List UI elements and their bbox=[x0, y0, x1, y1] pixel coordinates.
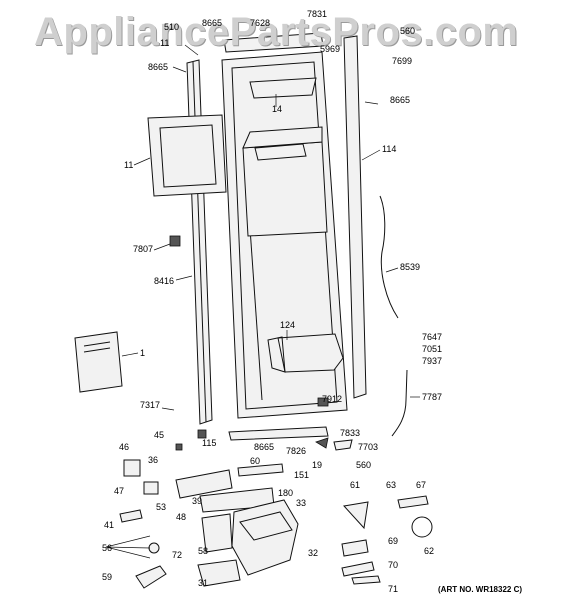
part-7703 bbox=[333, 439, 353, 451]
callout-71: 71 bbox=[388, 584, 399, 594]
callout-41: 41 bbox=[104, 520, 115, 530]
callout-7807: 7807 bbox=[133, 244, 154, 254]
callout-115: 115 bbox=[202, 438, 217, 448]
part-62-ring bbox=[411, 516, 433, 538]
part-19 bbox=[315, 437, 329, 449]
callout-53: 53 bbox=[156, 502, 167, 512]
part-69 bbox=[341, 539, 369, 557]
callout-8665: 8665 bbox=[148, 62, 169, 72]
callout-70: 70 bbox=[388, 560, 399, 570]
leader-lines bbox=[105, 44, 420, 559]
callout-45: 45 bbox=[154, 430, 165, 440]
callout-47: 47 bbox=[114, 486, 125, 496]
callout-46: 46 bbox=[119, 442, 130, 452]
callout-62: 62 bbox=[424, 546, 435, 556]
callout-7628: 7628 bbox=[250, 18, 271, 28]
callout-8416: 8416 bbox=[154, 276, 175, 286]
callout-7912: 7912 bbox=[322, 394, 343, 404]
callout-14: 14 bbox=[272, 104, 283, 114]
callout-7826: 7826 bbox=[286, 446, 307, 456]
callout-8665: 8665 bbox=[390, 95, 411, 105]
part-7628 bbox=[223, 32, 324, 53]
part-115 bbox=[197, 429, 207, 439]
part-47 bbox=[143, 481, 159, 495]
art-number: (ART NO. WR18322 C) bbox=[438, 585, 523, 594]
part-7826-bar bbox=[228, 426, 329, 441]
callout-7699: 7699 bbox=[392, 56, 413, 66]
part-31 bbox=[197, 559, 241, 587]
callout-7937: 7937 bbox=[422, 356, 443, 366]
callout-69: 69 bbox=[388, 536, 399, 546]
callout-31: 31 bbox=[198, 578, 209, 588]
part-124-shelf bbox=[267, 333, 344, 373]
callout-151: 151 bbox=[294, 470, 310, 480]
part-59 bbox=[135, 565, 167, 589]
part-70 bbox=[341, 561, 375, 577]
part-32-dispenser-module bbox=[231, 499, 299, 576]
callout-72: 72 bbox=[172, 550, 183, 560]
callout-510: 510 bbox=[164, 22, 180, 32]
callout-7051: 7051 bbox=[422, 344, 443, 354]
part-7807 bbox=[169, 235, 181, 247]
part-7787-tube bbox=[391, 369, 408, 437]
part-dispenser-housing bbox=[242, 126, 328, 237]
part-8539-wire bbox=[379, 195, 399, 319]
callout-32: 32 bbox=[308, 548, 319, 558]
callout-7317: 7317 bbox=[140, 400, 161, 410]
callout-59: 59 bbox=[102, 572, 113, 582]
part-8416-left-trim bbox=[186, 59, 213, 425]
part-67 bbox=[397, 495, 429, 509]
part-71 bbox=[351, 575, 381, 585]
part-1-manual bbox=[74, 331, 123, 393]
part-60 bbox=[237, 463, 284, 477]
part-61 bbox=[343, 501, 369, 530]
callout-8665: 8665 bbox=[202, 18, 223, 28]
callout-33: 33 bbox=[296, 498, 307, 508]
callout-63: 63 bbox=[386, 480, 397, 490]
callout-19: 19 bbox=[312, 460, 323, 470]
callout-7833: 7833 bbox=[340, 428, 361, 438]
callout-560: 560 bbox=[356, 460, 372, 470]
callout-39: 39 bbox=[192, 496, 203, 506]
part-14-recess bbox=[249, 77, 317, 99]
callout-180: 180 bbox=[278, 488, 294, 498]
callout-56: 56 bbox=[102, 543, 113, 553]
callout-7703: 7703 bbox=[358, 442, 379, 452]
callout-61: 61 bbox=[350, 480, 361, 490]
callout-36: 36 bbox=[148, 455, 159, 465]
part-58 bbox=[201, 513, 233, 553]
callout-11: 11 bbox=[124, 160, 134, 170]
callout-7647: 7647 bbox=[422, 332, 443, 342]
callout-5969: 5969 bbox=[320, 44, 341, 54]
part-53 bbox=[175, 469, 233, 499]
callout-58: 58 bbox=[198, 546, 209, 556]
callout-11: 11 bbox=[160, 38, 170, 48]
part-45 bbox=[175, 443, 183, 451]
part-56 bbox=[148, 542, 160, 554]
part-7912 bbox=[317, 397, 329, 407]
callout-560: 560 bbox=[400, 26, 416, 36]
callout-7831: 7831 bbox=[307, 9, 328, 19]
callout-114: 114 bbox=[382, 144, 397, 154]
part-11-frame bbox=[147, 114, 227, 197]
callout-48: 48 bbox=[176, 512, 187, 522]
callout-8665: 8665 bbox=[254, 442, 275, 452]
callout-124: 124 bbox=[280, 320, 296, 330]
callout-67: 67 bbox=[416, 480, 427, 490]
callout-60: 60 bbox=[250, 456, 261, 466]
callout-7787: 7787 bbox=[422, 392, 443, 402]
part-41 bbox=[119, 509, 143, 523]
callout-1: 1 bbox=[140, 348, 146, 358]
callout-8539: 8539 bbox=[400, 262, 421, 272]
part-114-right-trim bbox=[343, 35, 367, 399]
part-46 bbox=[123, 459, 141, 477]
